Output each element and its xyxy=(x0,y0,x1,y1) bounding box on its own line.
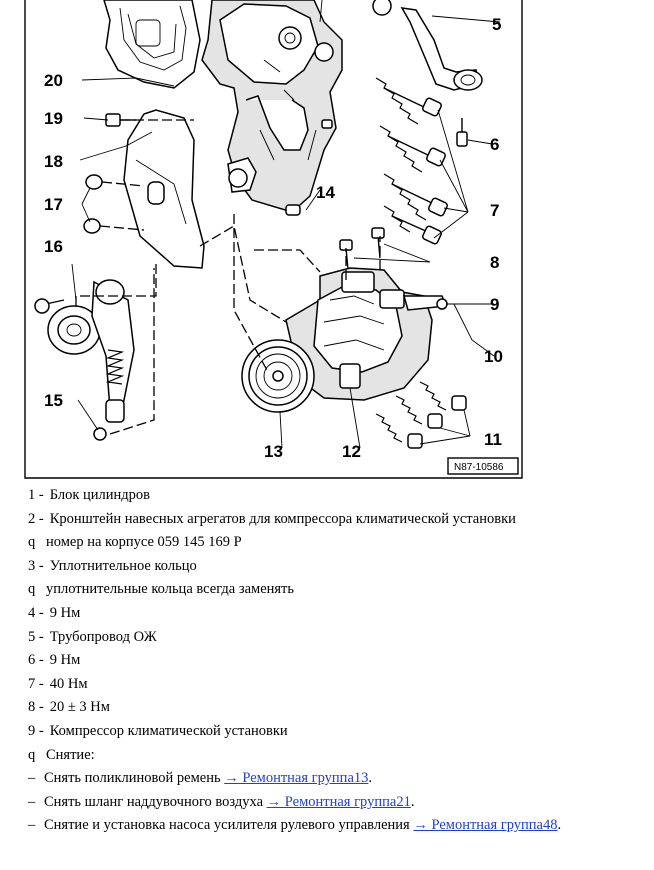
repair-group-link[interactable]: → Ремонтная группа21 xyxy=(266,793,411,810)
legend-number: 6 - xyxy=(28,652,44,669)
step-text: Снять шланг наддувочного воздуха xyxy=(44,793,264,810)
callout-17: 17 xyxy=(44,195,63,214)
coolant-pipe-drawing xyxy=(372,0,483,91)
figure-id: N87-10586 xyxy=(454,462,504,473)
step-text: Снятие и установка насоса усилителя руле… xyxy=(44,817,410,834)
legend-item: 9 - Компрессор климатической установки xyxy=(28,720,648,744)
callout-10: 10 xyxy=(484,347,503,366)
legend-number: 7 - xyxy=(28,675,44,692)
callout-20: 20 xyxy=(44,71,63,90)
figure-id-box xyxy=(447,457,519,475)
cover-drawing xyxy=(83,109,205,269)
legend-item: 5 - Трубопровод ОЖ xyxy=(28,626,648,650)
note-marker: q xyxy=(28,581,36,598)
note-text: номер на корпусе 059 145 169 P xyxy=(46,534,242,551)
legend-note: q уплотнительные кольца всегда заменять xyxy=(28,578,648,602)
bolts-8-drawing xyxy=(339,227,431,271)
cylinder-block-drawing xyxy=(103,0,201,89)
callout-7: 7 xyxy=(490,201,499,220)
exploded-diagram: 20 19 18 17 16 15 5 6 7 8 9 10 11 12 13 … xyxy=(24,0,524,480)
callout-12: 12 xyxy=(342,442,361,461)
legend-text: 9 Нм xyxy=(49,652,81,669)
legend-text: Кронштейн навесных агрегатов для компрес… xyxy=(49,510,516,527)
legend-list: 1 - Блок цилиндров 2 - Кронштейн навесных а… xyxy=(28,484,648,838)
callout-15: 15 xyxy=(44,391,63,410)
legend-text: Компрессор климатической установки xyxy=(49,722,288,739)
callout-13: 13 xyxy=(264,442,283,461)
diagram-frame xyxy=(24,0,523,479)
procedure-step: –Снятие и установка насоса усилителя рул… xyxy=(28,814,648,838)
note-text: Снятие: xyxy=(46,746,95,763)
legend-text: 40 Нм xyxy=(49,675,88,692)
note-text: уплотнительные кольца всегда заменять xyxy=(46,581,295,598)
legend-item: 6 - 9 Нм xyxy=(28,649,648,673)
legend-item: 2 - Кронштейн навесных агрегатов для комп… xyxy=(28,508,648,532)
bolts-7-drawing xyxy=(375,77,469,245)
legend-number: 8 - xyxy=(28,699,44,716)
callout-14: 14 xyxy=(316,183,335,202)
step-tail: . xyxy=(368,770,373,787)
callout-5: 5 xyxy=(492,15,501,34)
step-text: Снять поликлиновой ремень xyxy=(44,770,221,787)
callout-16: 16 xyxy=(44,237,63,256)
legend-item: 1 - Блок цилиндров xyxy=(28,484,648,508)
legend-note: q номер на корпусе 059 145 169 P xyxy=(28,531,648,555)
leader-lines xyxy=(71,0,501,449)
legend-item: 8 - 20 ± 3 Нм xyxy=(28,696,648,720)
legend-number: 1 - xyxy=(28,487,44,503)
compressor-drawing xyxy=(241,267,448,413)
step-tail: . xyxy=(557,817,562,834)
repair-group-link[interactable]: → Ремонтная группа13 xyxy=(224,770,369,787)
callout-18: 18 xyxy=(44,152,63,171)
legend-text: Трубопровод ОЖ xyxy=(49,628,157,645)
callouts: 20 19 18 17 16 15 5 6 7 8 9 10 11 12 13 … xyxy=(44,15,503,461)
legend-item: 4 - 9 Нм xyxy=(28,602,648,626)
callout-8: 8 xyxy=(490,253,499,272)
step-marker: – xyxy=(28,817,36,834)
legend-text: Уплотнительное кольцо xyxy=(49,557,197,574)
legend-note: q Снятие: xyxy=(28,744,648,768)
legend-text: 9 Нм xyxy=(49,604,81,621)
bracket-drawing xyxy=(201,0,343,216)
bolts-11-drawing xyxy=(375,381,471,449)
note-marker: q xyxy=(28,746,36,763)
repair-group-link[interactable]: → Ремонтная группа48 xyxy=(413,817,558,834)
callout-11: 11 xyxy=(484,430,502,449)
legend-item: 7 - 40 Нм xyxy=(28,673,648,697)
legend-number: 5 - xyxy=(28,628,44,645)
tensioner-drawing xyxy=(34,279,135,441)
step-tail: . xyxy=(410,793,415,810)
legend-item: 3 - Уплотнительное кольцо xyxy=(28,555,648,579)
step-marker: – xyxy=(28,770,36,787)
callout-9: 9 xyxy=(490,295,499,314)
legend-text: Блок цилиндров xyxy=(49,487,151,503)
step-marker: – xyxy=(28,793,36,810)
bolt-6-drawing xyxy=(456,118,468,147)
callout-6: 6 xyxy=(490,135,499,154)
callout-19: 19 xyxy=(44,109,63,128)
legend-number: 4 - xyxy=(28,604,44,621)
guide-lines xyxy=(75,119,381,435)
procedure-step: –Снять поликлиновой ремень → Ремонтная г… xyxy=(28,767,648,791)
legend-text: 20 ± 3 Нм xyxy=(49,699,110,716)
legend-number: 3 - xyxy=(28,557,44,574)
legend-number: 2 - xyxy=(28,510,44,527)
note-marker: q xyxy=(28,534,36,551)
legend-number: 9 - xyxy=(28,722,44,739)
procedure-step: –Снять шланг наддувочного воздуха → Ремо… xyxy=(28,791,648,815)
